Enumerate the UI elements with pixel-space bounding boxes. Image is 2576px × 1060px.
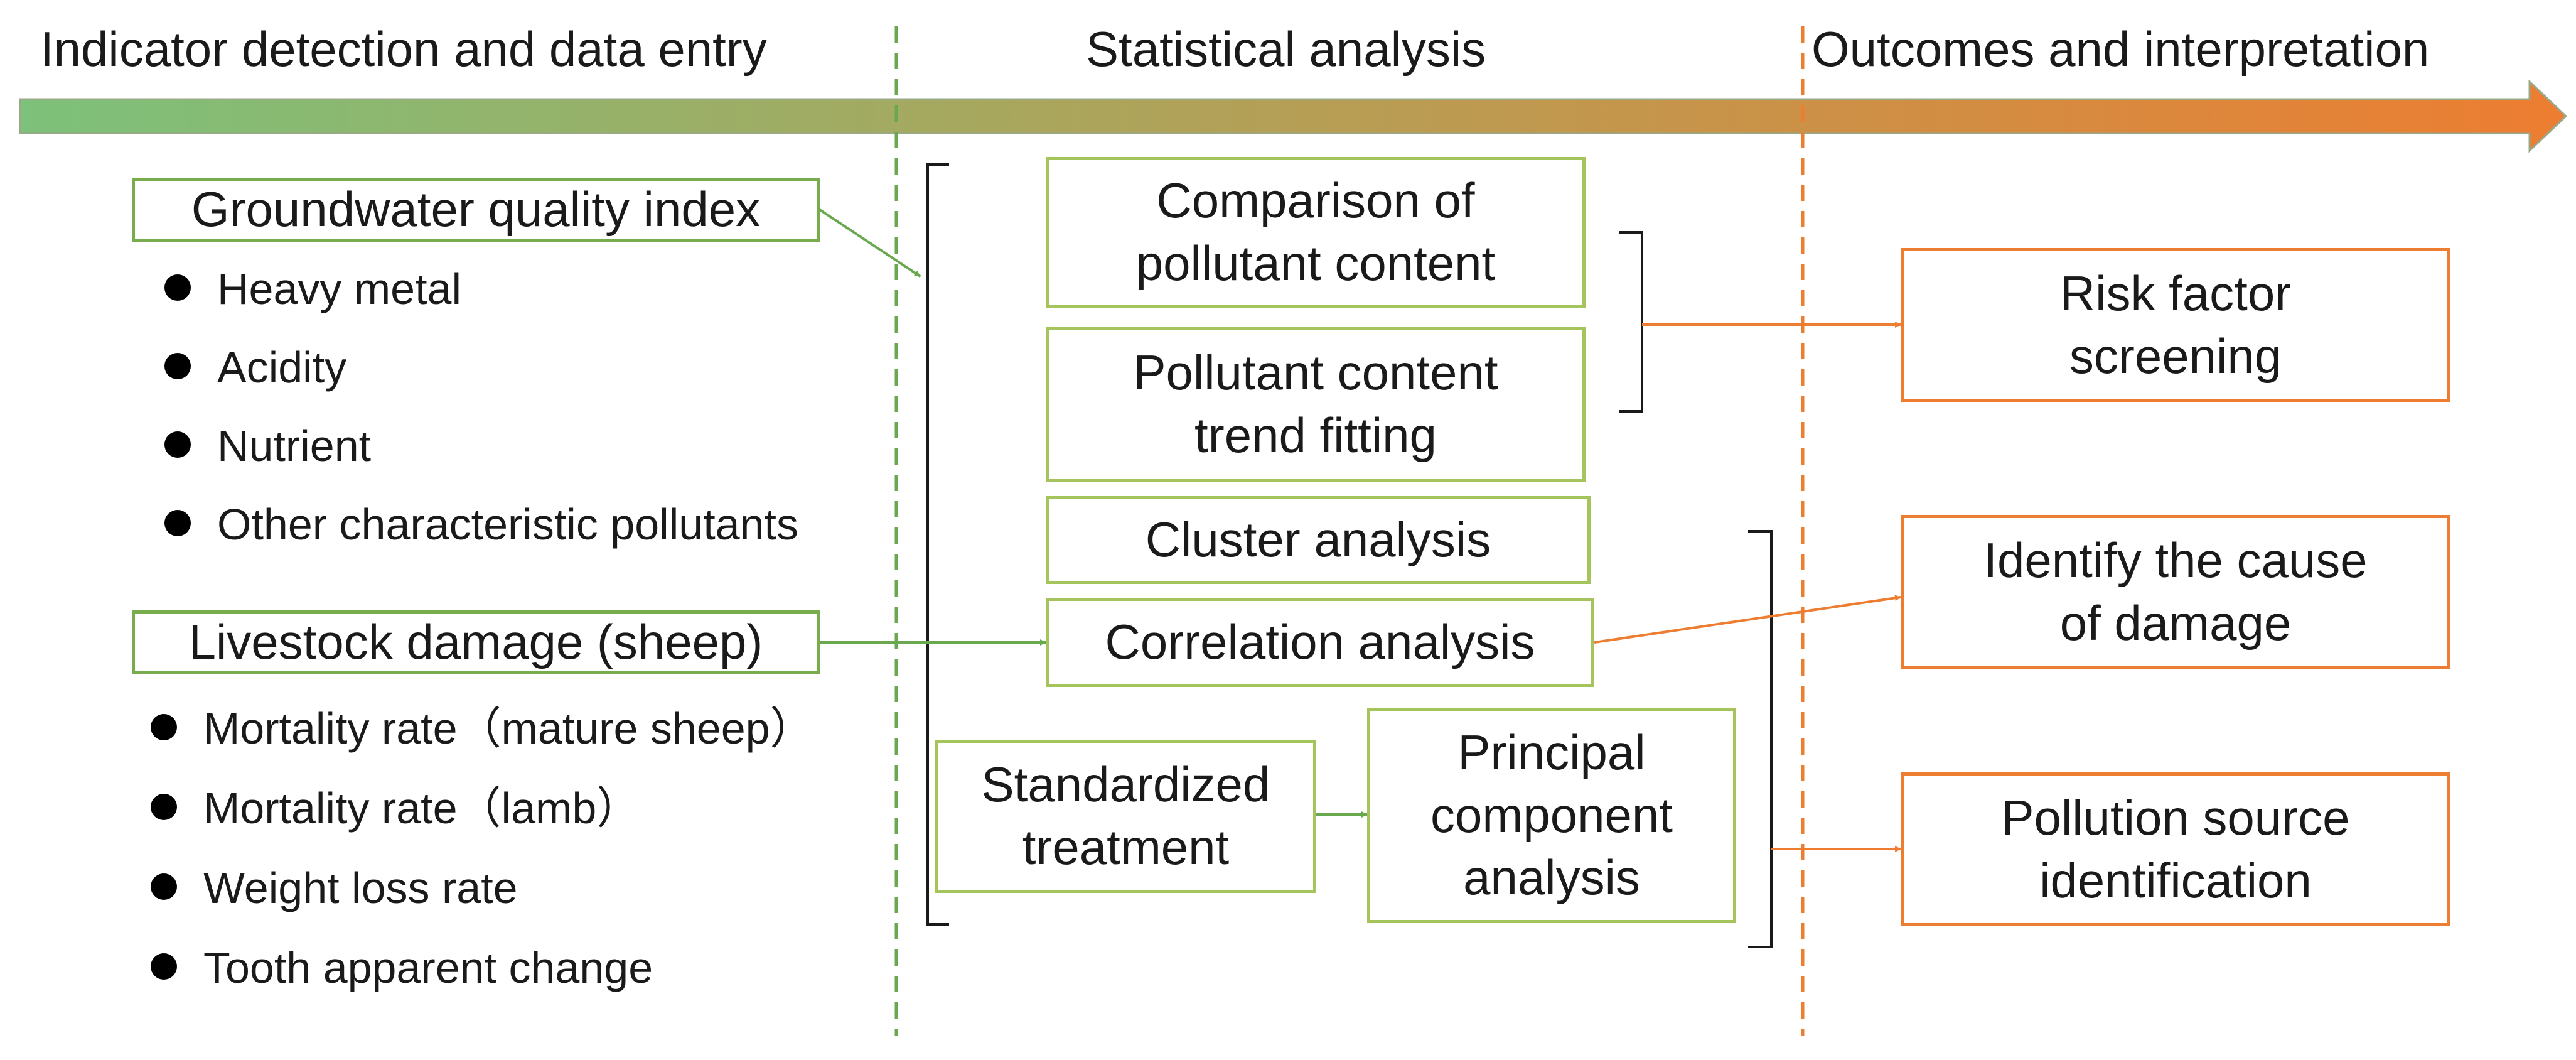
bullet-icon [151,873,177,900]
source-bracket [1748,530,1773,948]
livestock-item: Weight loss rate [151,866,518,910]
groundwater-item: Nutrient [164,424,371,468]
trend-label: Pollutant content trend fitting [1133,345,1498,463]
pca-label: Principal component analysis [1430,724,1673,906]
livestock-item: Mortality rate（lamb） [151,786,640,830]
analysis-bracket [926,163,949,926]
comparison-box: Comparison of pollutant content [1046,157,1586,308]
livestock-item: Tooth apparent change [151,946,653,990]
trend-fitting-box: Pollutant content trend fitting [1046,327,1586,482]
correlation-analysis-box: Correlation analysis [1046,598,1594,687]
to-cause-arrow [1594,595,1901,644]
cause-label: Identify the cause of damage [1983,532,2368,651]
bullet-icon [151,713,177,740]
cluster-label: Cluster analysis [1145,512,1491,568]
groundwater-item: Heavy metal [164,267,461,311]
bullet-icon [164,352,191,379]
bullet-icon [164,274,191,301]
cause-of-damage-box: Identify the cause of damage [1901,515,2450,669]
pca-box: Principal component analysis [1367,708,1736,923]
livestock-title: Livestock damage (sheep) [188,614,763,670]
risk-factor-box: Risk factor screening [1901,248,2450,402]
timeline-arrow [19,79,2568,153]
source-label: Pollution source identification [2001,789,2350,908]
standardized-treatment-box: Standardized treatment [935,740,1316,893]
header-indicator-detection: Indicator detection and data entry [40,21,767,77]
livestock-damage-box: Livestock damage (sheep) [132,610,820,674]
bullet-icon [164,509,191,536]
bullet-icon [151,793,177,820]
risk-bracket [1619,231,1643,413]
groundwater-item: Acidity [164,345,346,389]
comparison-label: Comparison of pollutant content [1135,173,1496,291]
pollution-source-box: Pollution source identification [1901,772,2450,926]
header-outcomes: Outcomes and interpretation [1811,21,2430,77]
cluster-analysis-box: Cluster analysis [1046,496,1591,584]
bullet-icon [151,953,177,980]
groundwater-to-analysis-arrow [818,208,921,278]
standardized-label: Standardized treatment [981,757,1270,875]
groundwater-quality-index-box: Groundwater quality index [132,178,820,242]
header-statistical-analysis: Statistical analysis [1086,21,1486,77]
bullet-icon [164,431,191,458]
correlation-label: Correlation analysis [1105,614,1535,670]
groundwater-item: Other characteristic pollutants [164,502,798,546]
groundwater-title: Groundwater quality index [191,181,761,237]
risk-label: Risk factor screening [2059,265,2292,384]
livestock-item: Mortality rate（mature sheep） [151,706,814,750]
